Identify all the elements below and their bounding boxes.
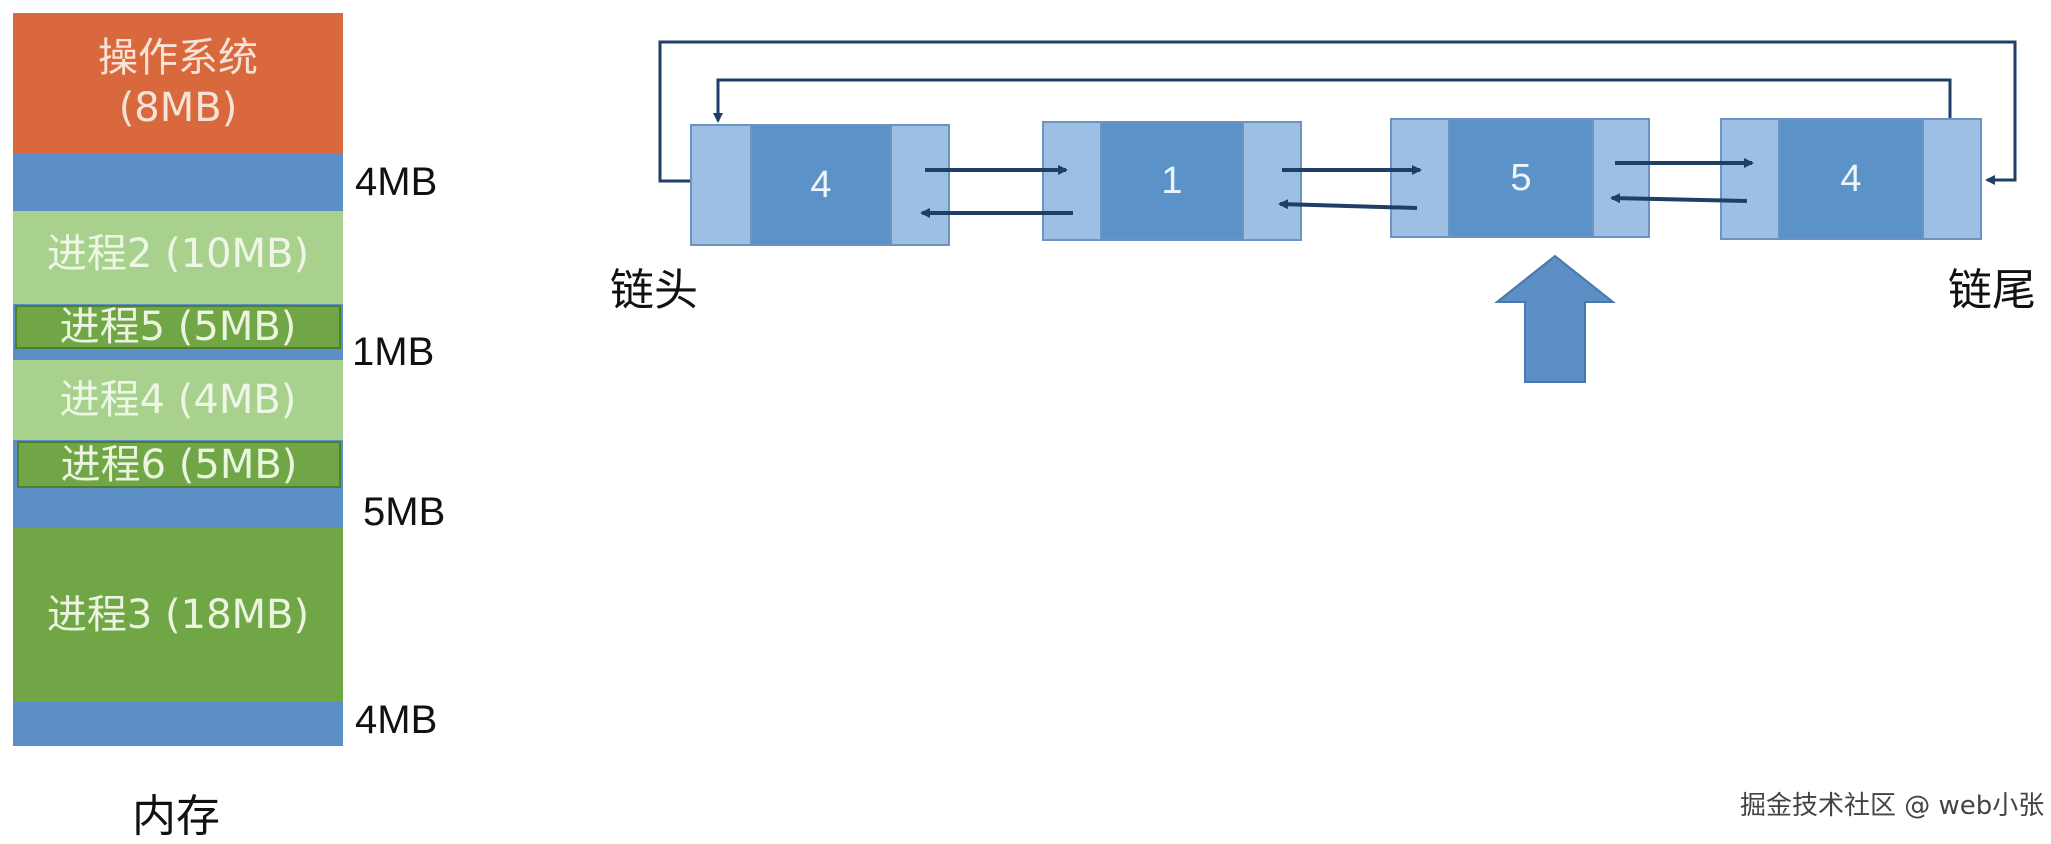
free-size-label-3: 5MB — [363, 490, 446, 534]
list-node-2-label: 1 — [1161, 159, 1183, 202]
list-arrows — [658, 40, 2017, 383]
process-4-block: 进程4 (4MB) — [13, 360, 343, 440]
list-node-1-label: 4 — [810, 163, 832, 206]
free-partition-4 — [13, 702, 343, 746]
watermark: 掘金技术社区 @ web小张 — [1740, 791, 2045, 821]
free-size-label-4: 4MB — [355, 698, 438, 742]
list-node-4-next — [1922, 118, 1982, 240]
process-3-label: 进程3 (18MB) — [46, 592, 310, 638]
free-partition-list: 4 1 5 4 — [600, 0, 2051, 440]
list-node-3-next — [1592, 118, 1650, 238]
list-node-3: 5 — [1390, 118, 1650, 238]
process-5-label: 进程5 (5MB) — [59, 304, 297, 350]
list-node-4-label: 4 — [1840, 157, 1862, 200]
process-6-block: 进程6 (5MB) — [17, 441, 341, 488]
list-head-label: 链头 — [610, 265, 698, 316]
process-3-block: 进程3 (18MB) — [13, 528, 343, 702]
list-node-3-label: 5 — [1510, 156, 1532, 199]
process-2-label: 进程2 (10MB) — [46, 230, 310, 277]
list-node-2-next — [1242, 121, 1302, 241]
memory-caption: 内存 — [132, 791, 220, 842]
circular-arrow-outer — [658, 40, 2017, 185]
free-size-label-2: 1MB — [352, 330, 435, 374]
list-tail-label: 链尾 — [1948, 265, 2036, 316]
list-node-1: 4 — [690, 124, 950, 246]
prev-arrow-2 — [1278, 199, 1418, 210]
process-6-label: 进程6 (5MB) — [60, 441, 298, 488]
current-pointer-arrow — [1494, 254, 1616, 383]
list-node-4-value: 4 — [1778, 118, 1924, 240]
list-node-3-value: 5 — [1448, 118, 1594, 238]
list-node-4: 4 — [1720, 118, 1982, 240]
circular-arrow-inner — [713, 78, 1952, 123]
prev-arrow-3 — [1610, 193, 1748, 204]
process-4-label: 进程4 (4MB) — [59, 377, 297, 423]
process-5-block: 进程5 (5MB) — [15, 304, 341, 350]
os-block: 操作系统 (8MB) — [13, 13, 343, 153]
list-node-1-prev — [690, 124, 752, 246]
os-block-title: 操作系统 — [98, 35, 258, 81]
process-2-block: 进程2 (10MB) — [13, 211, 343, 304]
memory-diagram: 操作系统 (8MB) 进程2 (10MB) 进程5 (5MB) 进程4 (4MB… — [0, 0, 460, 842]
free-partition-1 — [13, 153, 343, 211]
list-node-1-next — [890, 124, 950, 246]
os-block-size: (8MB) — [118, 85, 238, 131]
list-node-2: 1 — [1042, 121, 1302, 241]
list-node-2-value: 1 — [1100, 121, 1244, 241]
free-size-label-1: 4MB — [355, 160, 438, 204]
